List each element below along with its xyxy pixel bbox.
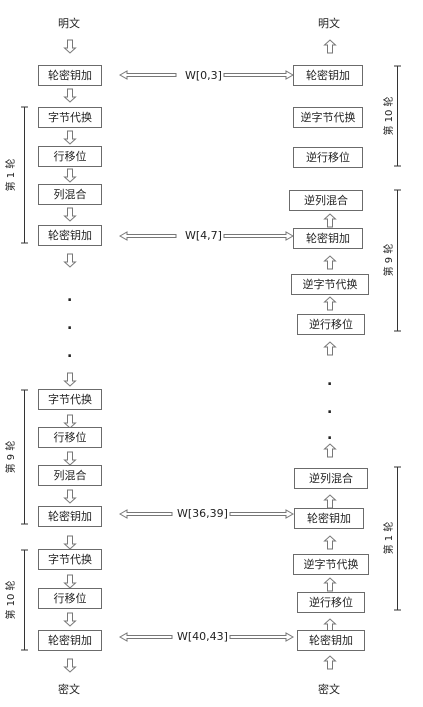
right-round1-invsubbytes-box: 逆字节代换 — [293, 554, 369, 575]
up-arrow-icon — [324, 296, 336, 311]
right-ellipsis-dot: . — [327, 427, 333, 443]
key-arrows — [118, 70, 295, 642]
right-round10-invshiftrows-box: 逆行移位 — [293, 147, 363, 168]
left-round-1-label: 第 1 轮 — [6, 158, 17, 192]
left-round9-shiftrows-box: 行移位 — [38, 427, 102, 448]
right-arrow-icon — [223, 231, 295, 241]
up-arrow-icon — [324, 341, 336, 356]
key-label-w40-43: W[40,43] — [177, 630, 228, 643]
left-round10-subbytes-box: 字节代换 — [38, 549, 102, 570]
bracket-right-round-9 — [394, 189, 401, 332]
left-round9-mixcolumns-box: 列混合 — [38, 465, 102, 486]
round-brackets — [21, 65, 401, 651]
bracket-left-round-9 — [21, 389, 28, 525]
left-round1-shiftrows-box: 行移位 — [38, 146, 102, 167]
right-ciphertext-label: 密文 — [318, 683, 340, 696]
left-arrow-icon — [118, 70, 177, 80]
down-arrow-icon — [64, 88, 76, 103]
right-round10-addkey-box: 轮密钥加 — [293, 65, 363, 86]
down-arrow-icon — [64, 372, 76, 387]
right-ellipsis-dot: . — [327, 401, 333, 417]
left-ellipsis-dot: . — [67, 345, 73, 361]
left-round1-subbytes-box: 字节代换 — [38, 107, 102, 128]
down-arrow-icon — [64, 535, 76, 550]
right-round-9-label: 第 9 轮 — [384, 243, 395, 277]
left-round9-subbytes-box: 字节代换 — [38, 389, 102, 410]
up-arrow-icon — [324, 443, 336, 458]
down-arrow-icon — [64, 658, 76, 673]
down-arrow-icon — [64, 253, 76, 268]
right-round1-invshiftrows-box: 逆行移位 — [297, 592, 365, 613]
down-arrow-icon — [64, 130, 76, 145]
right-plaintext-label: 明文 — [318, 17, 340, 30]
down-arrow-icon — [64, 574, 76, 589]
right-arrow-icon — [229, 632, 295, 642]
left-round0-addkey-box: 轮密钥加 — [38, 65, 102, 86]
down-arrow-icon — [64, 207, 76, 222]
left-ellipsis-dot: . — [67, 317, 73, 333]
bracket-left-round-10 — [21, 549, 28, 651]
left-arrow-icon — [118, 231, 177, 241]
down-arrow-icon — [64, 39, 76, 54]
left-round-10-label: 第 10 轮 — [6, 580, 17, 620]
down-arrow-icon — [64, 168, 76, 183]
up-arrow-icon — [324, 655, 336, 670]
right-final-addkey-box: 轮密钥加 — [297, 630, 365, 651]
right-round1-addkey-box: 轮密钥加 — [294, 508, 364, 529]
down-arrow-icon — [64, 489, 76, 504]
right-arrow-icon — [223, 70, 295, 80]
left-round1-mixcolumns-box: 列混合 — [38, 184, 102, 205]
bracket-right-round-10 — [394, 65, 401, 167]
right-round-1-label: 第 1 轮 — [384, 521, 395, 555]
down-arrow-icon — [64, 612, 76, 627]
left-plaintext-label: 明文 — [58, 17, 80, 30]
right-round10-invsubbytes-box: 逆字节代换 — [293, 107, 363, 128]
up-arrow-icon — [324, 213, 336, 228]
right-ellipsis-dot: . — [327, 373, 333, 389]
bracket-left-round-1 — [21, 106, 28, 244]
up-arrow-icon — [324, 577, 336, 592]
right-round9-invshiftrows-box: 逆行移位 — [297, 314, 365, 335]
key-label-w36-39: W[36,39] — [177, 507, 228, 520]
left-ellipsis-dot: . — [67, 289, 73, 305]
up-arrow-icon — [324, 39, 336, 54]
left-arrow-icon — [118, 509, 173, 519]
right-round-10-label: 第 10 轮 — [384, 96, 395, 136]
key-label-w0-3: W[0,3] — [185, 69, 222, 82]
right-round9-invmixcolumns-box: 逆列混合 — [289, 190, 363, 211]
left-round10-addkey-box: 轮密钥加 — [38, 630, 102, 651]
bracket-right-round-1 — [394, 466, 401, 611]
up-arrow-icon — [324, 255, 336, 270]
left-arrow-icon — [118, 632, 173, 642]
key-label-w4-7: W[4,7] — [185, 229, 222, 242]
left-round9-addkey-box: 轮密钥加 — [38, 506, 102, 527]
left-ciphertext-label: 密文 — [58, 683, 80, 696]
left-round10-shiftrows-box: 行移位 — [38, 588, 102, 609]
right-arrow-icon — [229, 509, 295, 519]
up-arrow-icon — [324, 535, 336, 550]
down-arrow-icon — [64, 451, 76, 466]
right-round9-invsubbytes-box: 逆字节代换 — [291, 274, 369, 295]
left-round1-addkey-box: 轮密钥加 — [38, 225, 102, 246]
up-arrow-icon — [324, 494, 336, 509]
right-round9-addkey-box: 轮密钥加 — [293, 228, 363, 249]
left-round-9-label: 第 9 轮 — [6, 440, 17, 474]
right-round1-invmixcolumns-box: 逆列混合 — [294, 468, 368, 489]
